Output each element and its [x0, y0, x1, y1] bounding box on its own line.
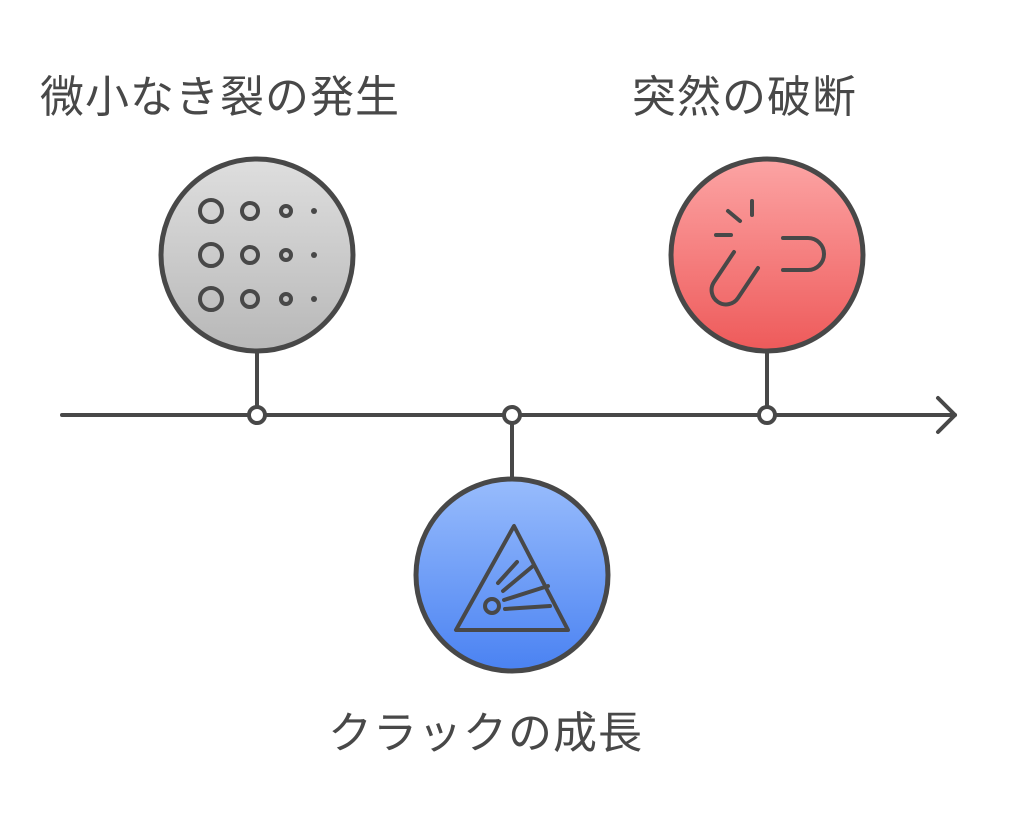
broken-link-icon — [709, 199, 826, 307]
crack-triangle-icon — [454, 524, 570, 632]
timeline-node-3 — [757, 405, 777, 425]
milestone-3-badge — [668, 156, 866, 354]
timeline-nodes — [247, 405, 777, 425]
milestone-1-label: 微小なき裂の発生 — [40, 72, 400, 123]
timeline-node-2 — [502, 405, 522, 425]
milestone-1-badge — [158, 156, 356, 354]
dots-grid-icon — [198, 198, 293, 312]
connectors — [255, 352, 769, 480]
milestone-2-label: クラックの成長 — [328, 708, 643, 759]
timeline-node-1 — [247, 405, 267, 425]
milestone-2-badge — [413, 476, 611, 674]
milestone-3-label: 突然の破断 — [632, 72, 857, 123]
arrow-head-icon — [936, 396, 957, 434]
